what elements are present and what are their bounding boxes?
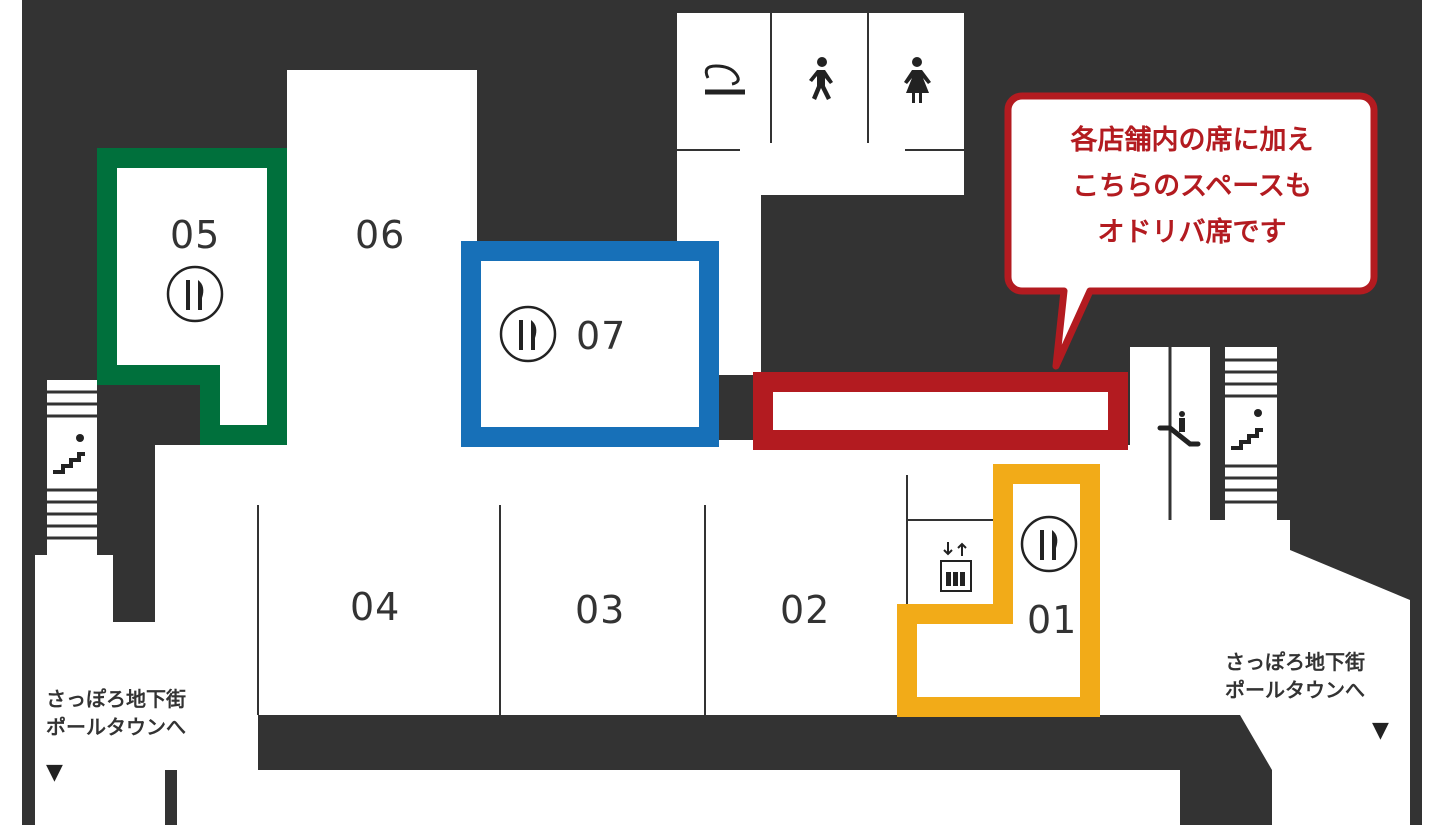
unit-04-label: 04 — [350, 585, 401, 629]
unit-01-label: 01 — [1027, 598, 1078, 642]
callout-line-3: オドリバ席です — [1097, 217, 1287, 248]
exit-right-label: さっぽろ地下街 ポールタウンへ — [1225, 648, 1365, 704]
unit-06-label: 06 — [355, 213, 406, 257]
elevator-icon — [940, 542, 972, 592]
exit-left-arrow-icon: ▼ — [46, 760, 63, 785]
unit-03-label: 03 — [575, 588, 626, 632]
odoriba-seating-area — [753, 372, 1128, 450]
unit-05-outline — [97, 148, 287, 445]
callout-text: 各店舗内の席に加え こちらのスペースも オドリバ席です — [1010, 118, 1374, 256]
unit-02-label: 02 — [780, 588, 831, 632]
unit-dividers — [257, 475, 995, 715]
callout-bubble — [1004, 92, 1378, 370]
exit-right-arrow-icon: ▼ — [1372, 718, 1389, 743]
stairs-icon — [1231, 409, 1263, 450]
exit-right-line-1: さっぽろ地下街 — [1225, 650, 1365, 674]
unit-05-label: 05 — [170, 213, 221, 257]
exit-left-line-2: ポールタウンへ — [46, 715, 186, 739]
unit-06-area — [287, 70, 477, 510]
restaurant-icon — [166, 265, 224, 323]
unit-01-outline — [897, 464, 1100, 717]
mens-restroom-icon — [809, 57, 833, 100]
exit-left-label: さっぽろ地下街 ポールタウンへ — [46, 685, 186, 741]
unit-07-label: 07 — [576, 314, 627, 358]
restroom-block — [677, 13, 964, 375]
stairs-right — [1225, 347, 1277, 520]
callout-line-1: 各店舗内の席に加え — [1070, 125, 1314, 156]
stairs-left — [47, 380, 97, 555]
exit-right-line-2: ポールタウンへ — [1225, 678, 1365, 702]
womens-restroom-icon — [904, 57, 931, 103]
exit-left-line-1: さっぽろ地下街 — [46, 687, 186, 711]
callout-line-2: こちらのスペースも — [1072, 171, 1312, 202]
escalator — [1130, 347, 1210, 520]
stairs-icon — [53, 434, 85, 474]
main-floor — [35, 380, 1410, 825]
escalator-icon — [1157, 411, 1201, 447]
restaurant-icon — [1020, 515, 1078, 573]
restaurant-icon — [499, 305, 557, 363]
unit-07-outline — [461, 241, 719, 447]
smoking-area-icon — [704, 64, 745, 95]
